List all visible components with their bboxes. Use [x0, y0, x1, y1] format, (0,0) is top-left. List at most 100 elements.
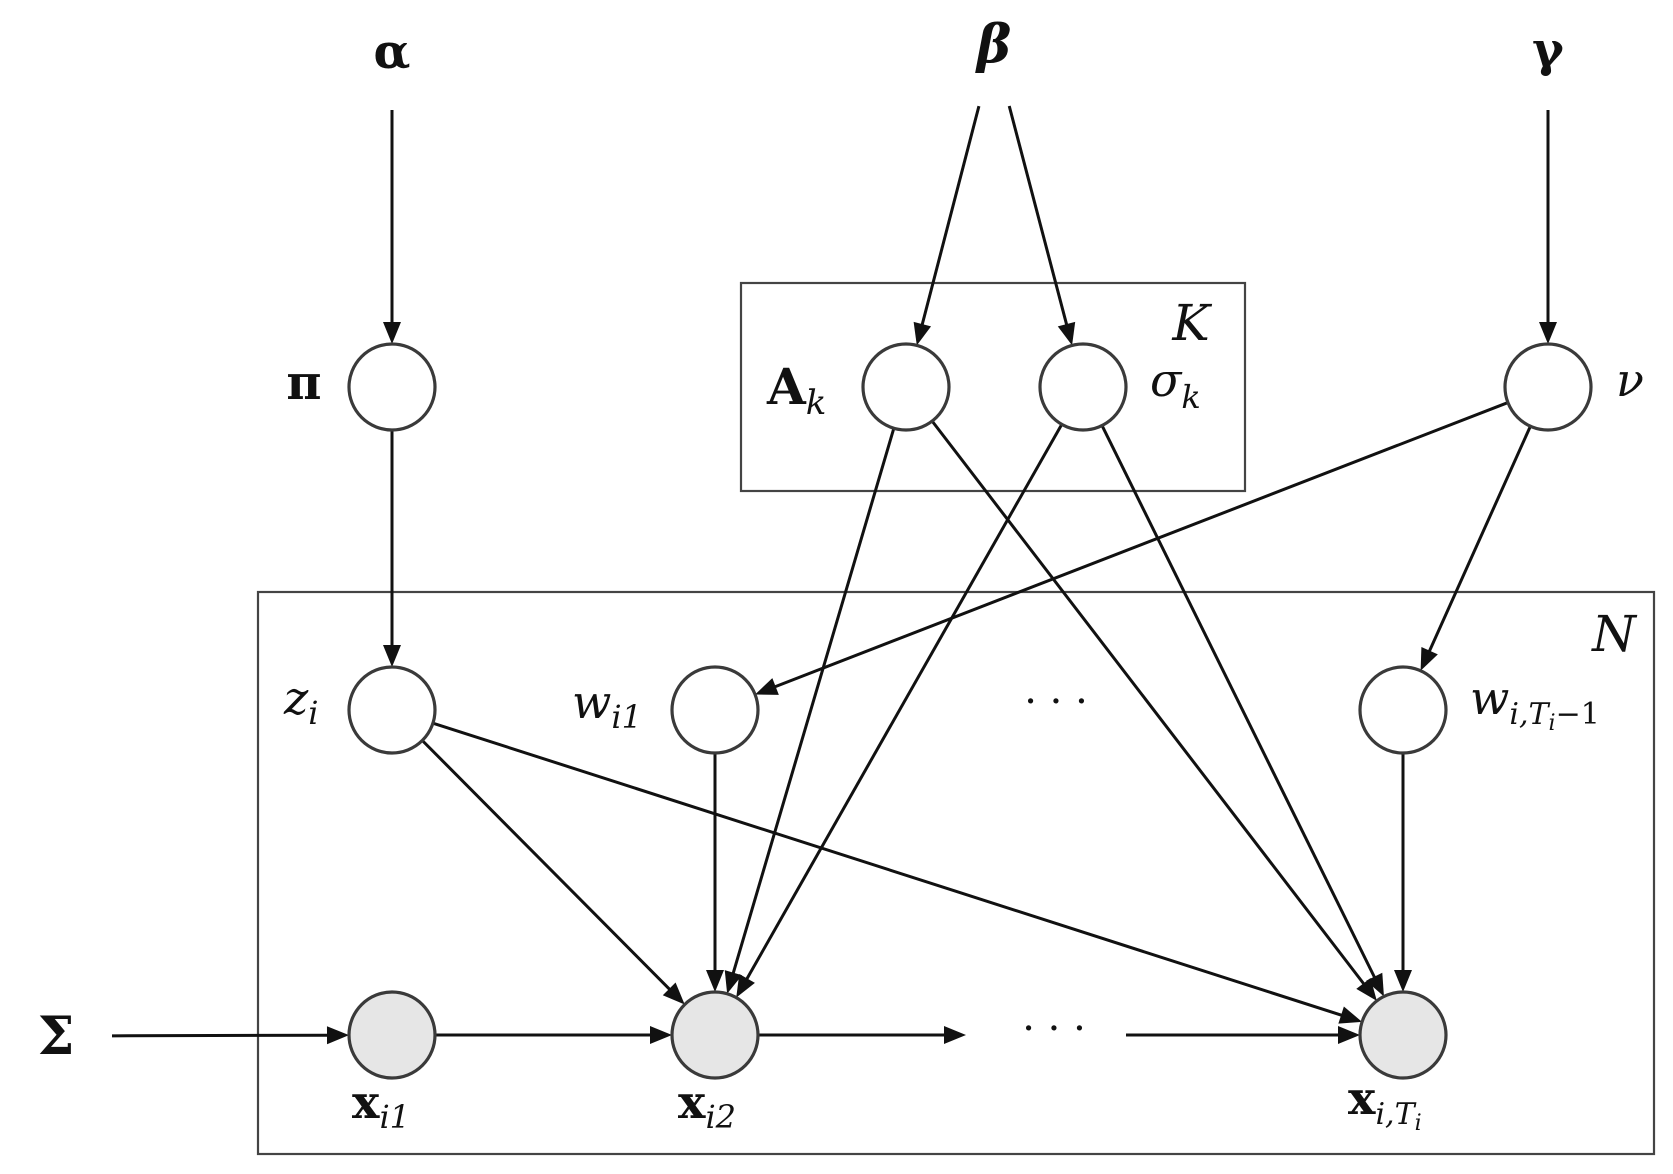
plate-n: [256, 590, 1656, 1156]
plate-k-label: K: [1171, 294, 1212, 352]
edge-w1-to-x2: [706, 753, 724, 992]
edge-Sigma-to-x1: [111, 1026, 350, 1045]
edge-line: [432, 721, 1344, 1018]
arrowhead-icon: [736, 974, 755, 998]
arrowhead-icon: [724, 970, 743, 994]
arrowhead-icon: [944, 1026, 966, 1044]
arrowhead-icon: [1338, 1026, 1360, 1044]
node-pi: [347, 342, 437, 432]
label-beta: β: [975, 14, 1012, 75]
edge-line: [930, 420, 1366, 986]
edge-ellipsis_bottom-to-xT: [1126, 1026, 1360, 1044]
edge-x1-to-x2: [435, 1026, 672, 1044]
arrowhead-icon: [706, 970, 724, 992]
plate-n-label: N: [1591, 605, 1638, 663]
edge-x2-to-ellipsis_bottom: [758, 1026, 966, 1044]
label-x-i1-symbol: x: [352, 1075, 380, 1129]
edge-line: [1100, 424, 1377, 980]
label-sigma-capital: Σ: [38, 1006, 75, 1067]
label-pi: π: [286, 355, 321, 411]
label-z-i: zi: [283, 671, 318, 732]
label-alpha: α: [374, 24, 411, 80]
arrowhead-icon: [662, 982, 685, 1005]
edge-line: [111, 1033, 330, 1038]
label-x-i1: xi1: [352, 1075, 410, 1136]
node-w-i-ti-minus-1: [1358, 665, 1448, 755]
label-x-i1-sub: i1: [379, 1098, 410, 1136]
label-x-ti-sub-i: i,: [1375, 1097, 1394, 1132]
labels-layer: α β γ Σ π Ak σk ν zi wi1 wi,Ti−1 xi1: [38, 14, 1644, 1136]
arrowhead-icon: [650, 1026, 672, 1044]
node-x-i2: [670, 990, 760, 1080]
edge-sigma-to-x2: [736, 423, 1064, 998]
edge-alpha-to-pi: [383, 110, 401, 344]
arrowhead-icon: [755, 678, 779, 695]
label-w-sub-i: i,: [1509, 697, 1528, 732]
label-x-ti-sub-t: T: [1395, 1097, 1417, 1132]
edge-nu-to-w1: [755, 401, 1509, 695]
label-x-i2-symbol: x: [678, 1075, 706, 1129]
arrowhead-icon: [1338, 1006, 1363, 1024]
edge-nu-to-wT: [1420, 425, 1532, 671]
edge-pi-to-z: [383, 430, 401, 667]
edge-line: [731, 427, 896, 975]
label-w-i1-symbol: w: [572, 675, 611, 729]
node-w-i1: [670, 665, 760, 755]
arrowhead-icon: [1057, 321, 1076, 346]
edge-z-to-x2: [421, 739, 685, 1005]
node-a-k: [861, 342, 951, 432]
node-nu: [1503, 342, 1593, 432]
edge-line: [421, 739, 672, 992]
label-a-k: Ak: [766, 357, 826, 423]
edge-A-to-x2: [724, 427, 896, 994]
label-w-sub-t-i: i: [1549, 711, 1556, 736]
edge-line: [920, 105, 981, 327]
label-sigma-k-sub: k: [1181, 378, 1200, 416]
label-x-i2: xi2: [678, 1075, 736, 1136]
label-w-i1: wi1: [572, 675, 642, 736]
node-sigma-k: [1038, 342, 1128, 432]
arrowhead-icon: [383, 645, 401, 667]
edge-line: [773, 401, 1509, 689]
arrowhead-icon: [1366, 972, 1384, 997]
arrowhead-icon: [383, 322, 401, 344]
label-x-ti-symbol: x: [1348, 1071, 1376, 1125]
label-w-sub-minus-one: −1: [1556, 697, 1600, 732]
edges-layer: [111, 105, 1557, 1045]
label-x-i-ti: xi,Ti: [1348, 1071, 1422, 1136]
label-z-i-symbol: z: [283, 671, 309, 725]
node-x-i1: [347, 990, 437, 1080]
label-w-symbol: w: [1470, 671, 1509, 725]
label-x-i2-sub: i2: [705, 1098, 736, 1136]
edge-line: [1427, 425, 1532, 654]
label-a-k-symbol: A: [766, 357, 807, 416]
label-sigma-k-symbol: σ: [1150, 353, 1183, 407]
label-w-sub-t: T: [1529, 697, 1551, 732]
label-nu: ν: [1616, 353, 1644, 407]
ellipsis-middle-row: · · ·: [1024, 679, 1088, 725]
arrowhead-icon: [1394, 970, 1412, 992]
edge-z-to-xT: [432, 721, 1363, 1024]
arrowhead-icon: [1539, 322, 1557, 344]
edge-line: [1007, 105, 1069, 327]
label-gamma: γ: [1532, 22, 1564, 78]
label-a-k-sub: k: [806, 383, 827, 423]
label-w-i1-sub: i1: [611, 698, 642, 736]
edge-beta-to-sigma: [1007, 105, 1076, 346]
edge-A-to-xT: [930, 420, 1377, 1001]
nodes-layer: [347, 342, 1593, 1080]
edge-beta-to-A: [913, 105, 981, 346]
node-x-i-ti: [1358, 990, 1448, 1080]
edge-sigma-to-xT: [1100, 424, 1384, 997]
label-w-i-ti-minus-1: wi,Ti−1: [1470, 671, 1600, 736]
arrowhead-icon: [326, 1026, 350, 1045]
label-x-ti-sub-t-i: i: [1415, 1111, 1422, 1136]
label-sigma-k: σk: [1150, 353, 1201, 416]
arrowhead-icon: [913, 321, 932, 346]
edge-gamma-to-nu: [1539, 110, 1557, 344]
edge-line: [744, 423, 1064, 981]
edge-wT-to-xT: [1394, 753, 1412, 992]
ellipsis-bottom-row: · · ·: [1022, 1006, 1086, 1052]
label-z-i-sub: i: [308, 694, 318, 732]
